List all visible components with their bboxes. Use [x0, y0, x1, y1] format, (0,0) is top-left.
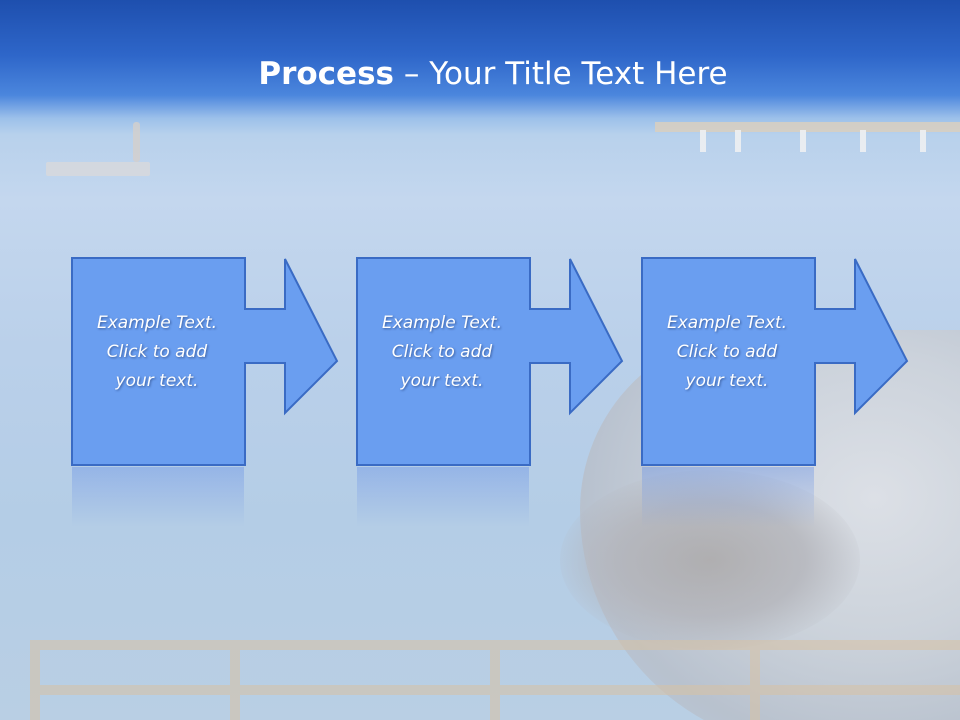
step-text-line: Example Text. — [96, 313, 218, 333]
railing-post — [230, 640, 240, 720]
step-1-text: Example Text. Click to add your text. — [71, 309, 243, 396]
background-railing — [30, 640, 960, 720]
step-text-line: your text. — [400, 371, 484, 391]
right-arrow-callout-icon — [641, 257, 909, 466]
background-pier-post — [860, 130, 866, 152]
step-text-line: Example Text. — [381, 313, 503, 333]
step-reflection — [357, 467, 529, 527]
right-arrow-callout-icon — [71, 257, 339, 466]
railing-post — [490, 640, 500, 720]
background-person — [133, 122, 140, 162]
railing-post — [750, 640, 760, 720]
step-text-line: Example Text. — [666, 313, 788, 333]
background-rocks — [560, 470, 860, 650]
railing-post — [30, 640, 40, 720]
step-text-line: your text. — [685, 371, 769, 391]
background-pier-post — [735, 130, 741, 152]
step-reflection — [72, 467, 244, 527]
step-text-line: Click to add — [106, 342, 208, 362]
background-raft — [46, 162, 150, 176]
right-arrow-callout-icon — [356, 257, 624, 466]
background-pier-post — [800, 130, 806, 152]
slide-title[interactable]: Process – Your Title Text Here — [0, 52, 960, 96]
step-text-line: Click to add — [391, 342, 493, 362]
background-pier-post — [700, 130, 706, 152]
background-pier — [655, 122, 960, 132]
step-reflection — [642, 467, 814, 527]
background-pier-post — [920, 130, 926, 152]
step-3-text: Example Text. Click to add your text. — [641, 309, 813, 396]
title-bold-part: Process — [258, 56, 394, 92]
step-text-line: Click to add — [676, 342, 778, 362]
step-2-text: Example Text. Click to add your text. — [356, 309, 528, 396]
step-text-line: your text. — [115, 371, 199, 391]
title-rest-part: – Your Title Text Here — [394, 56, 728, 92]
